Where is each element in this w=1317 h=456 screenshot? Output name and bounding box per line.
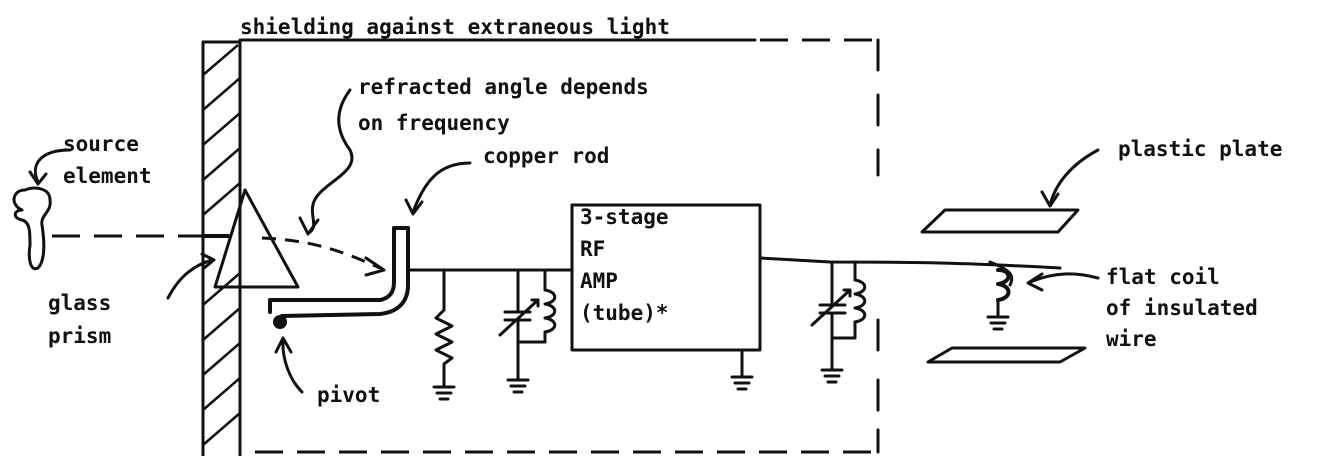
source-arrow [33, 148, 72, 184]
glass-label-line1: glass [48, 291, 111, 315]
refracted-arrowhead [364, 256, 386, 277]
amp-label-line2: RF [580, 237, 605, 261]
copper-rod-label: copper rod [483, 144, 609, 168]
plastic-plate-bottom [926, 346, 1087, 364]
glass-prism-pointer [166, 258, 214, 300]
coil-label-line2: of insulated [1106, 296, 1258, 320]
flat-coil [986, 268, 1011, 331]
pivot-point [273, 315, 287, 329]
shielding-label: shielding against extraneous light [240, 15, 670, 39]
copper-rod-pointer [411, 161, 472, 214]
tuned-circuit-output [810, 260, 867, 384]
resistor [432, 268, 456, 401]
source-label-line2: element [63, 164, 152, 188]
amp-label-line3: AMP [580, 269, 618, 293]
pivot-pointer [281, 338, 304, 394]
plastic-plate-label: plastic plate [1118, 137, 1282, 161]
signal-wire-output [758, 256, 1062, 270]
pivot-arrowhead [274, 336, 293, 354]
coil-pointer [1028, 272, 1100, 284]
coil-arrowhead [1026, 272, 1044, 292]
hatched-wall [201, 40, 242, 456]
shielding-enclosure [255, 38, 880, 454]
glass-label-line2: prism [48, 324, 111, 348]
source-arrowhead [28, 170, 48, 186]
refracted-label-line2: on frequency [358, 111, 510, 135]
amp-label-line1: 3-stage [580, 205, 669, 229]
pivot-label: pivot [317, 383, 380, 407]
coil-label-line1: flat coil [1106, 265, 1220, 289]
copper-rod [268, 226, 410, 318]
glass-prism-arrowhead [200, 252, 216, 270]
coil-label-line3: wire [1106, 327, 1157, 351]
plastic-plate-arrowhead [1040, 190, 1060, 208]
refracted-angle-arrowhead [298, 216, 320, 236]
tuned-circuit-input [498, 268, 557, 394]
source-element-shape [12, 186, 52, 271]
source-label-line1: source [63, 132, 139, 156]
refracted-label-line1: refracted angle depends [358, 75, 649, 99]
plastic-plate-top [920, 208, 1080, 234]
amp-label-line4: (tube)* [580, 301, 669, 325]
plastic-plate-pointer [1048, 148, 1100, 207]
copper-rod-arrowhead [404, 198, 424, 216]
rf-amplifier-box [570, 203, 762, 352]
amplifier-ground [730, 348, 754, 391]
refracted-angle-pointer [308, 88, 354, 234]
